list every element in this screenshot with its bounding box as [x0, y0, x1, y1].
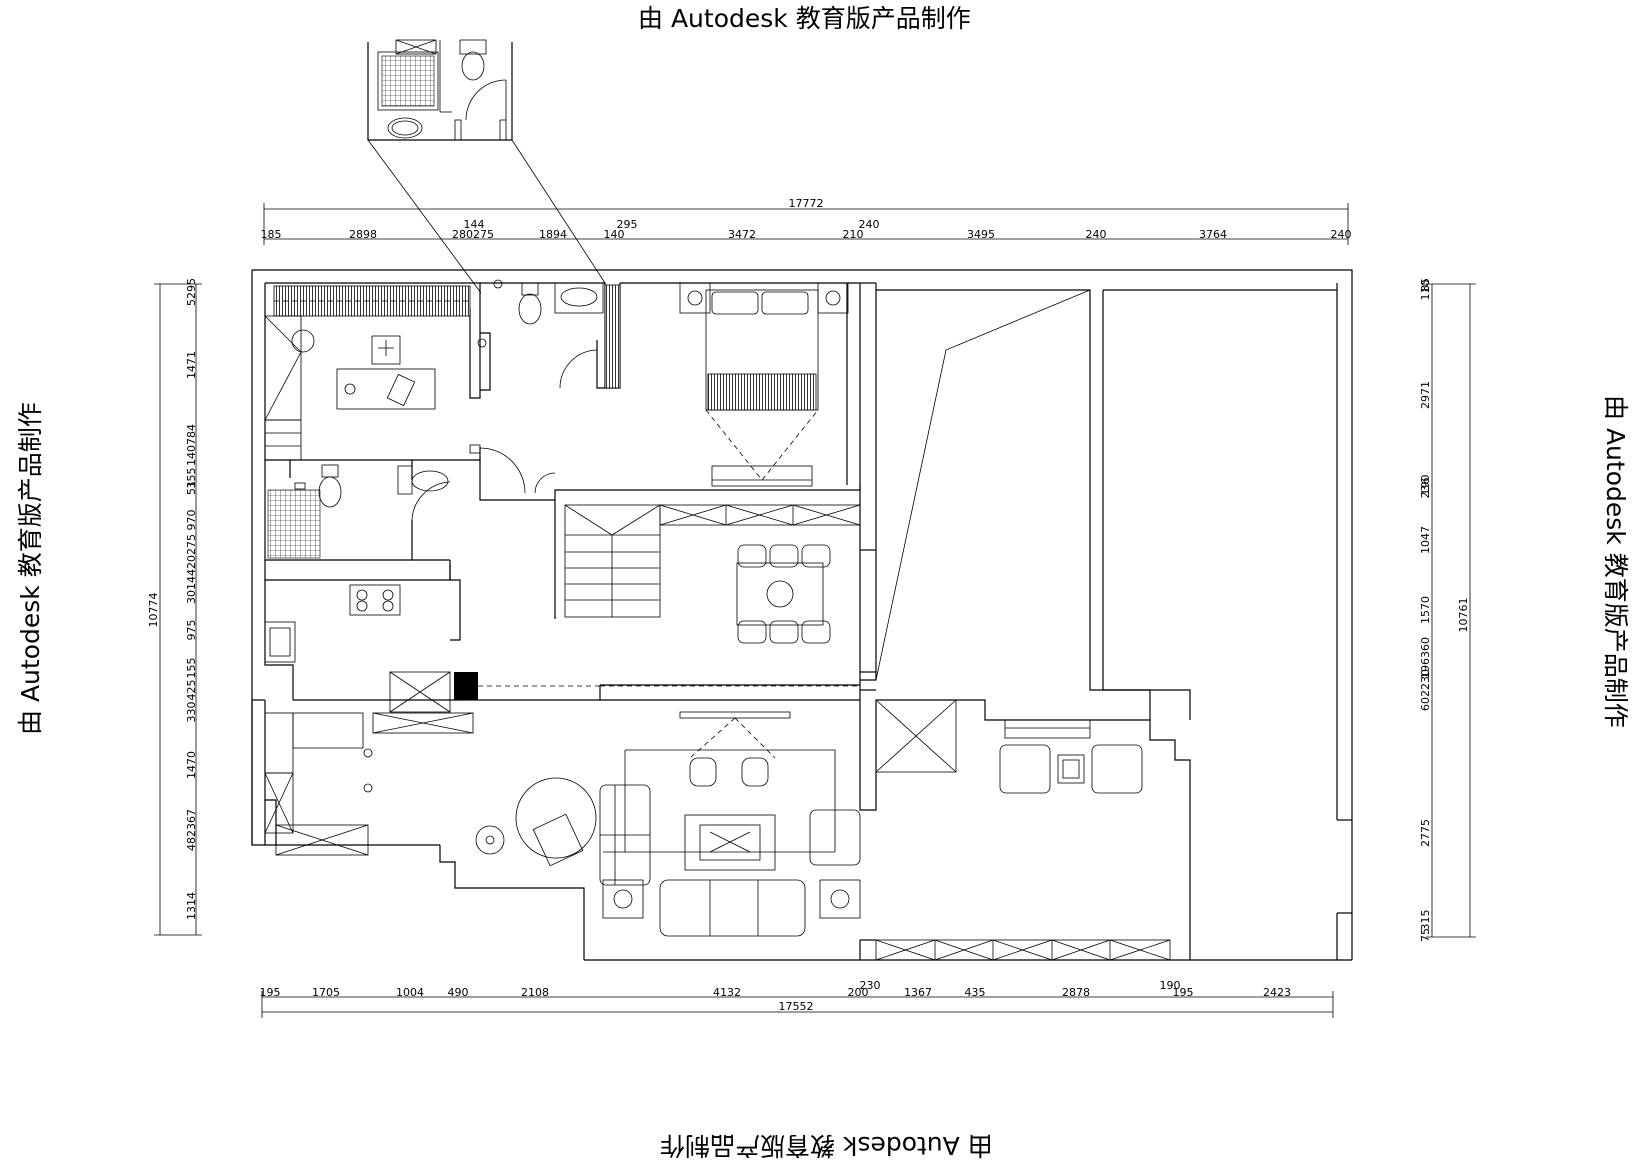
- watermark-top: 由 Autodesk 教育版产品制作: [638, 4, 971, 33]
- dimension-label: 2423: [1263, 986, 1291, 999]
- lower-bathroom: [267, 464, 449, 559]
- dimension-label: 280275: [452, 228, 494, 241]
- dimension-label: 1367: [904, 986, 932, 999]
- dimension-label: 330: [185, 702, 198, 723]
- dimension-label: 240: [1086, 228, 1107, 241]
- dimension-label: 200: [848, 986, 869, 999]
- dimension-label: 3495: [967, 228, 995, 241]
- dim-left-total: 10774: [147, 593, 160, 628]
- dimension-label: 1570: [1419, 596, 1432, 624]
- dimension-label: 190: [1160, 979, 1181, 992]
- dimension-label: 2878: [1062, 986, 1090, 999]
- dimension-label: 1471: [185, 351, 198, 379]
- dimension-label: 355: [185, 468, 198, 489]
- dimension-label: 1894: [539, 228, 567, 241]
- dimension-label: 1047: [1419, 526, 1432, 554]
- dimension-label: 2108: [521, 986, 549, 999]
- dimension-label: 240: [1331, 228, 1352, 241]
- dimension-label: 210: [843, 228, 864, 241]
- bedroom: [679, 282, 849, 487]
- kitchen: [264, 584, 860, 856]
- dim-top-segments-row: 185 2898 280275 1894 140 3472 210 3495 240 3764 24…: [261, 228, 1352, 241]
- exterior-walls: [251, 269, 1353, 961]
- dimension-label: 1705: [312, 986, 340, 999]
- dimension-label: 2775: [1419, 819, 1432, 847]
- study-room: [264, 285, 471, 461]
- bathroom-detail-inset: [367, 39, 606, 294]
- dimension-label: 85: [1419, 278, 1432, 292]
- dimension-label: 236: [1419, 478, 1432, 499]
- dimension-label: 195: [1173, 986, 1194, 999]
- dimension-label: 140784: [185, 424, 198, 466]
- upper-bathroom: [477, 279, 621, 389]
- dimension-label: 140: [604, 228, 625, 241]
- dimension-label: 190: [1419, 475, 1432, 496]
- dimension-label: 295: [617, 218, 638, 231]
- dim-right-total: 10761: [1457, 598, 1470, 633]
- dimension-label: 420275: [185, 534, 198, 576]
- staircase: [564, 504, 661, 618]
- dimension-label: 51: [185, 481, 198, 495]
- dimension-label: 975: [185, 620, 198, 641]
- dimension-label: 1314: [185, 892, 198, 920]
- dimension-label: 482367: [185, 809, 198, 851]
- dim-bottom-segments-row: 195 1705 1004 490 2108 4132 200 1367 435 2878 195 2…: [260, 986, 1292, 999]
- dining-area: [659, 504, 861, 644]
- dimension-label: 155: [185, 658, 198, 679]
- dimension-label: 4132: [713, 986, 741, 999]
- corridor-doors: [411, 444, 556, 521]
- dimension-label: 315: [1419, 910, 1432, 931]
- dimension-label: 602230: [1419, 669, 1432, 711]
- living-room: [475, 699, 1171, 961]
- dim-bottom-total: 17552: [779, 1000, 814, 1013]
- dimension-label: 185: [261, 228, 282, 241]
- dimension-label: 75: [1419, 928, 1432, 942]
- dim-top-total: 17772: [789, 197, 824, 210]
- dimension-label: 425: [185, 680, 198, 701]
- dimension-label: 230: [860, 979, 881, 992]
- dim-bottom-upper-row: 230 190: [860, 979, 1181, 992]
- dimension-label: 1470: [185, 751, 198, 779]
- dimension-label: 3764: [1199, 228, 1227, 241]
- dim-top-upper-row: 144 295 240: [464, 218, 880, 231]
- dimension-label: 435: [965, 986, 986, 999]
- dimension-label: 195: [260, 986, 281, 999]
- dimension-label: 1004: [396, 986, 424, 999]
- dimension-label: 2898: [349, 228, 377, 241]
- dimension-label: 5295: [185, 278, 198, 306]
- dimension-label: 2971: [1419, 381, 1432, 409]
- dimension-label: 3014: [185, 576, 198, 604]
- dimension-label: 110: [1419, 280, 1432, 301]
- dimension-label: 240: [859, 218, 880, 231]
- dimension-label: 144: [464, 218, 485, 231]
- dimension-label: 3472: [728, 228, 756, 241]
- dimension-label: 490: [448, 986, 469, 999]
- dimension-label: 970: [185, 510, 198, 531]
- dimension-label: 196360: [1419, 637, 1432, 679]
- dimension-lines: [154, 203, 1476, 1018]
